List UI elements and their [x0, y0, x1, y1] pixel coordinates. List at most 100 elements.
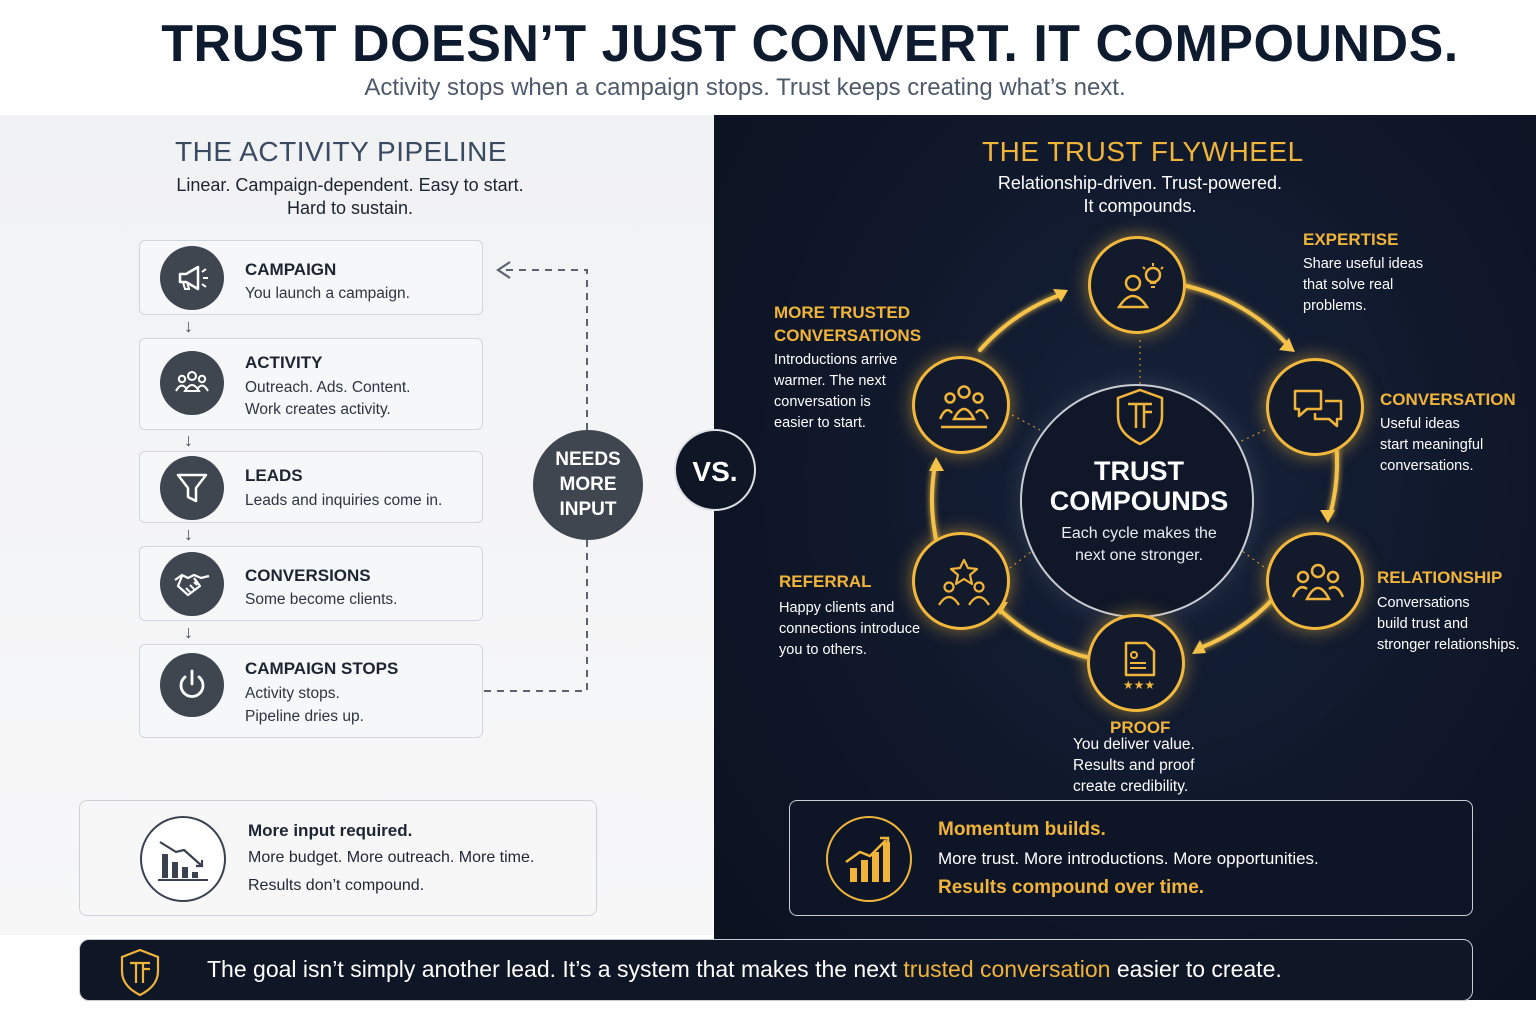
footer-banner: The goal isn’t simply another lead. It’s… — [79, 939, 1473, 1001]
down-arrow-icon: ↓ — [184, 524, 193, 544]
flywheel-subline-1: Relationship-driven. Trust-powered. — [997, 173, 1283, 193]
center-title-line-2: COMPOUNDS — [1049, 486, 1229, 516]
footer-text: The goal isn’t simply another lead. It’s… — [207, 956, 1282, 983]
conversation-desc-2: start meaningful — [1380, 437, 1484, 453]
step-desc: Leads and inquiries come in. — [245, 492, 443, 509]
more-trusted-desc-3: conversation is — [774, 394, 871, 410]
pipeline-step-conversions: CONVERSIONS Some become clients. — [139, 546, 483, 621]
step-title: CONVERSIONS — [245, 566, 371, 585]
needs-line-1: NEEDS — [555, 449, 621, 470]
pipeline-subline-2: Hard to sustain. — [286, 198, 414, 218]
more-trusted-node — [912, 356, 1010, 454]
step-desc: Pipeline dries up. — [245, 708, 364, 725]
more-trusted-label: MORE TRUSTED CONVERSATIONS — [774, 301, 921, 347]
step-desc: Work creates activity. — [245, 401, 391, 418]
proof-label: PROOF — [1110, 718, 1171, 737]
footer-highlight: trusted conversation — [903, 956, 1111, 982]
proof-desc: You deliver value. Results and proof cre… — [1073, 734, 1195, 797]
needs-line-2: MORE — [559, 474, 617, 495]
flywheel-subline-2: It compounds. — [1083, 196, 1197, 216]
more-input-line-1: More budget. More outreach. More time. — [248, 849, 535, 866]
more-trusted-desc-1: Introductions arrive — [774, 352, 898, 368]
down-arrow-icon: ↓ — [184, 430, 193, 450]
down-arrow-icon: ↓ — [184, 316, 193, 336]
referral-label: REFERRAL — [779, 572, 872, 591]
page-title: TRUST DOESN’T JUST CONVERT. IT COMPOUNDS… — [161, 15, 1459, 73]
center-desc-line-2: next one stronger. — [1074, 547, 1204, 564]
proof-desc-1: You deliver value. — [1073, 736, 1195, 753]
conversation-desc: Useful ideas start meaningful conversati… — [1380, 414, 1483, 477]
pipeline-step-activity: ACTIVITY Outreach. Ads. Content. Work cr… — [139, 338, 483, 430]
step-desc: Some become clients. — [245, 591, 398, 608]
group-icon — [1291, 563, 1345, 601]
expertise-label: EXPERTISE — [1303, 230, 1399, 249]
expertise-desc-2: that solve real — [1303, 277, 1394, 293]
referral-desc-3: you to others. — [779, 642, 867, 658]
declining-chart-icon — [140, 816, 226, 902]
pipeline-step-campaign: CAMPAIGN You launch a campaign. — [139, 240, 483, 315]
step-desc: You launch a campaign. — [245, 285, 410, 302]
more-input-box: More input required. More budget. More o… — [79, 800, 597, 916]
down-arrow-icon: ↓ — [184, 622, 193, 642]
shield-logo-icon — [120, 948, 160, 997]
pipeline-subline-1: Linear. Campaign-dependent. Easy to star… — [176, 175, 524, 195]
flywheel-heading: THE TRUST FLYWHEEL — [982, 136, 1304, 167]
referral-desc-1: Happy clients and — [779, 600, 895, 616]
expertise-desc: Share useful ideas that solve real probl… — [1303, 254, 1423, 317]
expertise-desc-3: problems. — [1303, 298, 1367, 314]
needs-line-3: INPUT — [559, 499, 617, 520]
momentum-title: Momentum builds. — [938, 819, 1106, 840]
center-title: TRUST COMPOUNDS — [1022, 456, 1256, 516]
expertise-desc-1: Share useful ideas — [1303, 256, 1424, 272]
funnel-icon — [160, 456, 224, 520]
pipeline-step-leads: LEADS Leads and inquiries come in. — [139, 451, 483, 523]
certificate-stars-icon: ★★★ — [1123, 641, 1156, 692]
conversation-desc-1: Useful ideas — [1380, 416, 1460, 432]
step-title: CAMPAIGN — [245, 260, 337, 279]
footer-text-before: The goal isn’t simply another lead. It’s… — [207, 956, 904, 982]
conversation-node — [1266, 358, 1364, 456]
momentum-line-2: Results compound over time. — [938, 877, 1205, 898]
shield-logo-icon — [1116, 388, 1164, 446]
footer-text-after: easier to create. — [1110, 956, 1282, 982]
relationship-desc-2: build trust and — [1377, 616, 1469, 632]
relationship-label: RELATIONSHIP — [1377, 568, 1503, 587]
pipeline-step-campaign-stops: CAMPAIGN STOPS Activity stops. Pipeline … — [139, 644, 483, 738]
step-title: LEADS — [245, 466, 303, 485]
more-trusted-desc-2: warmer. The next — [774, 373, 886, 389]
more-input-line-2: Results don’t compound. — [248, 877, 425, 894]
page-subtitle: Activity stops when a campaign stops. Tr… — [364, 74, 1126, 101]
crowd-icon — [938, 385, 990, 429]
megaphone-icon — [160, 246, 224, 310]
momentum-box: Momentum builds. More trust. More introd… — [789, 800, 1473, 916]
step-desc: Activity stops. — [245, 685, 340, 702]
pipeline-heading: THE ACTIVITY PIPELINE — [175, 136, 508, 167]
conversation-label: CONVERSATION — [1380, 390, 1516, 409]
more-trusted-label-2: CONVERSATIONS — [774, 326, 922, 345]
power-icon — [160, 653, 224, 717]
people-icon — [160, 351, 224, 415]
proof-desc-2: Results and proof — [1073, 757, 1195, 774]
more-trusted-desc: Introductions arrive warmer. The next co… — [774, 350, 897, 434]
step-title: CAMPAIGN STOPS — [245, 659, 399, 678]
referral-node — [912, 532, 1010, 630]
relationship-desc: Conversations build trust and stronger r… — [1377, 593, 1520, 656]
more-trusted-desc-4: easier to start. — [774, 415, 866, 431]
svg-text:★★★: ★★★ — [1123, 678, 1155, 692]
lightbulb-person-icon — [1116, 263, 1164, 309]
proof-node: ★★★ — [1087, 614, 1185, 712]
more-trusted-label-1: MORE TRUSTED — [774, 303, 910, 322]
conversation-desc-3: conversations. — [1380, 458, 1474, 474]
flywheel-subheading: Relationship-driven. Trust-powered. It c… — [930, 172, 1350, 218]
vs-badge: VS. — [674, 429, 756, 511]
step-desc: Outreach. Ads. Content. — [245, 379, 411, 396]
more-input-title: More input required. — [248, 821, 413, 840]
chat-bubbles-icon — [1293, 389, 1343, 428]
relationship-desc-3: stronger relationships. — [1377, 637, 1520, 653]
relationship-node — [1266, 532, 1364, 630]
handshake-icon — [160, 552, 224, 616]
center-desc: Each cycle makes the next one stronger. — [1022, 523, 1256, 567]
relationship-desc-1: Conversations — [1377, 595, 1470, 611]
referral-desc: Happy clients and connections introduce … — [779, 598, 920, 661]
center-title-line-1: TRUST — [1094, 456, 1184, 486]
